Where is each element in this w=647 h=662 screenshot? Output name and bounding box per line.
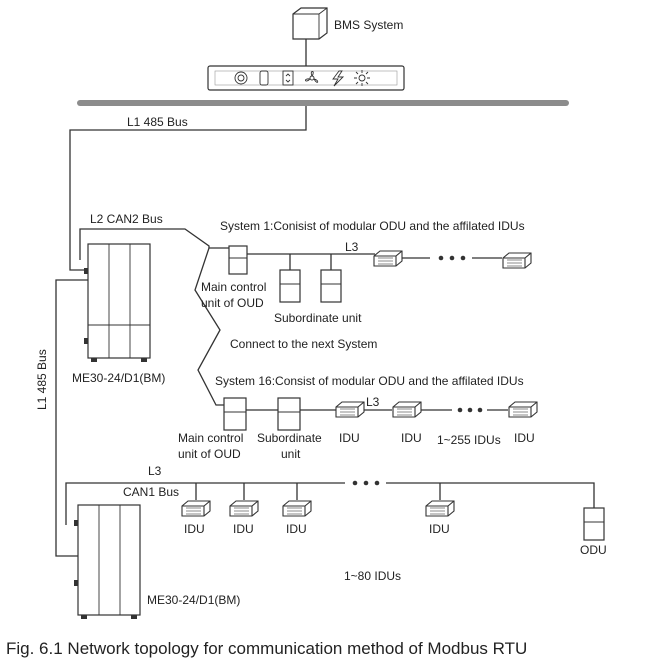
can1-drop-lines (195, 483, 441, 500)
can1-odu-label: ODU (580, 543, 607, 557)
system16-subordinate-line2: unit (281, 447, 301, 461)
system16-idu-icon-1 (335, 401, 365, 418)
system1-drop-lines (289, 254, 332, 270)
bms-gateway (207, 65, 405, 91)
system16-ellipsis (457, 407, 483, 413)
gateway-unit-bottom (74, 504, 141, 619)
can1-bus-label: CAN1 Bus (123, 485, 179, 499)
can1-idu-icon-2 (229, 500, 259, 517)
system16-main-control-unit (223, 397, 247, 431)
system16-idu-label-2: IDU (401, 431, 422, 445)
l1-bus-line-side (55, 279, 88, 557)
l2-bus-line (79, 228, 210, 260)
system16-l3-label: L3 (366, 395, 380, 409)
system16-main-unit-line2: unit of OUD (178, 447, 241, 461)
can1-bus-line-right (386, 482, 595, 508)
system1-idu-icon-1 (373, 250, 403, 267)
system16-subordinate-line1: Subordinate (257, 431, 322, 445)
unit-icon (259, 70, 269, 86)
can1-idu-icon-1 (181, 500, 211, 517)
lightning-icon (332, 70, 345, 87)
can1-idu-icon-3 (282, 500, 312, 517)
can1-idu-label-3: IDU (286, 522, 307, 536)
system16-idu-label-1: IDU (339, 431, 360, 445)
system1-main-control-unit (228, 245, 248, 275)
fan-icon (305, 71, 319, 83)
system1-main-unit-line1: Main control (201, 280, 266, 294)
l1-bus-line-top (69, 106, 307, 271)
bottom-l3-label: L3 (148, 464, 162, 478)
can1-idu-range-label: 1~80 IDUs (344, 569, 401, 583)
system1-subordinate-label: Subordinate unit (274, 311, 362, 325)
thermostat-icon (282, 70, 294, 86)
bms-computer (292, 7, 328, 40)
system-link-zigzag (194, 247, 229, 406)
can1-idu-label-1: IDU (184, 522, 205, 536)
system16-idu-icon-2 (392, 401, 422, 418)
system1-idu-icon-2 (502, 252, 532, 269)
system1-main-unit-line2: unit of OUD (201, 296, 264, 310)
l2-bus-label: L2 CAN2 Bus (90, 212, 163, 226)
can1-idu-icon-4 (425, 500, 455, 517)
system16-idu-range-label: 1~255 IDUs (437, 433, 501, 447)
system16-main-unit-line1: Main control (178, 431, 243, 445)
system16-idu-label-3: IDU (514, 431, 535, 445)
system16-subordinate-unit (277, 397, 301, 431)
can1-ellipsis (352, 480, 380, 486)
can1-idu-label-2: IDU (233, 522, 254, 536)
system1-subordinate-unit-2 (320, 269, 342, 303)
system16-title: System 16:Consist of modular ODU and the… (215, 374, 524, 388)
connect-next-system-label: Connect to the next System (230, 337, 377, 351)
can1-odu-unit (583, 507, 605, 541)
system16-idu-icon-3 (508, 401, 538, 418)
can1-idu-label-4: IDU (429, 522, 450, 536)
system1-l3-label: L3 (345, 240, 359, 254)
system1-ellipsis (438, 255, 466, 261)
circle-icon (234, 71, 248, 85)
bms-system-label: BMS System (334, 18, 403, 32)
can1-bus-line-left (65, 482, 345, 525)
l1-bus-label-top: L1 485 Bus (127, 115, 188, 129)
sun-icon (354, 70, 370, 86)
system1-subordinate-unit-1 (279, 269, 301, 303)
l1-bus-label-side: L1 485 Bus (35, 349, 49, 410)
system1-title: System 1:Conisist of modular ODU and the… (220, 219, 525, 233)
gateway-model-bottom: ME30-24/D1(BM) (147, 593, 240, 607)
gateway-model-top: ME30-24/D1(BM) (72, 371, 165, 385)
figure-caption: Fig. 6.1 Network topology for communicat… (6, 639, 527, 658)
gateway-unit-top (84, 243, 151, 362)
